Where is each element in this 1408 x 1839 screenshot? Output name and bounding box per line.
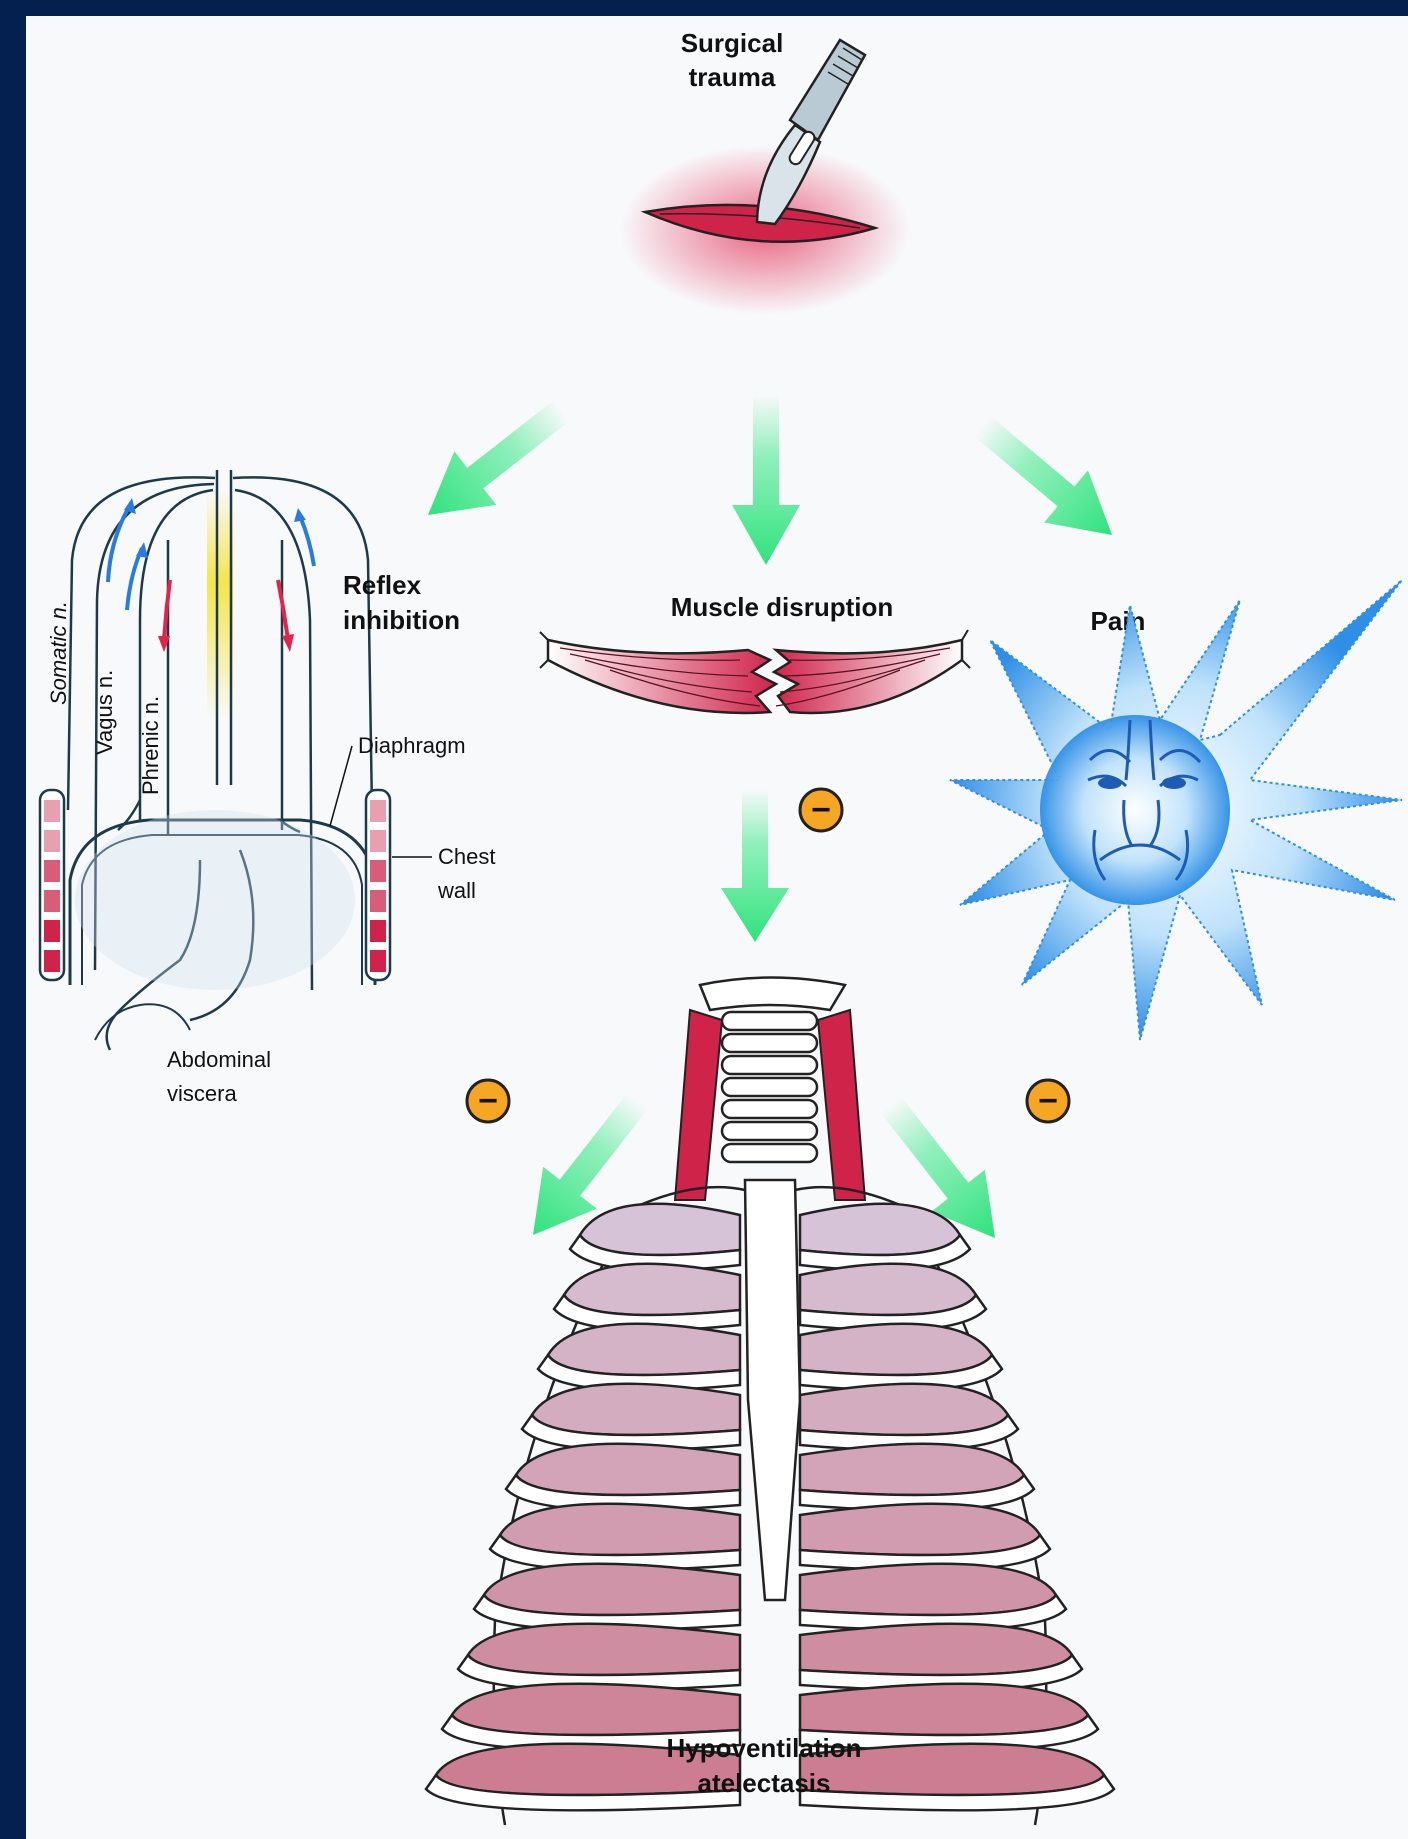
phrenic-nerve-label: Phrenic n. [138,696,163,795]
rib-muscle [800,1684,1088,1735]
chest-wall-right [366,790,390,980]
arrow-trauma-to-reflex [407,384,583,542]
hypoventilation-label-line2: atelectasis [698,1768,831,1798]
spinal-cord-glow [207,490,233,720]
chest-wall-label-line1: Chest [438,844,495,869]
surgical-trauma-label-line2: trauma [689,62,776,92]
rib-muscle [484,1564,740,1615]
muscle-disruption-label: Muscle disruption [671,592,893,622]
reflex-inhibition-illustration: Somatic n. Vagus n. Phrenic n. Diaphragm… [40,470,495,1106]
somatic-nerve-label: Somatic n. [46,601,71,705]
surgical-trauma-label-line1: Surgical [681,28,784,58]
rib-muscle [500,1504,740,1555]
rib-muscle [800,1504,1040,1555]
rib-muscle [452,1684,740,1735]
torn-muscle-icon [540,630,970,713]
hypoventilation-label-line1: Hypoventilation [666,1733,861,1763]
abdominal-viscera-label-line1: Abdominal [167,1047,271,1072]
rib-muscle [800,1324,992,1375]
svg-text:−: − [1038,1082,1058,1120]
rib-muscle [800,1264,976,1315]
inhibit-badge-icon: − [800,789,842,831]
rib-muscle [800,1624,1072,1675]
arrow-muscle-to-hypoventilation [721,789,789,942]
rib-muscle [580,1204,740,1255]
abdominal-viscera-label-line2: viscera [167,1081,237,1106]
rib-muscle [516,1444,740,1495]
chest-wall-left [40,790,64,980]
pain-face-icon [950,580,1402,1040]
inhibit-badge-icon: − [467,1080,509,1122]
rib-muscle [532,1384,740,1435]
arrow-trauma-to-muscle [732,395,800,565]
reflex-inhibition-label-line2: inhibition [343,605,460,635]
rib-muscle [800,1444,1024,1495]
rib-muscle [800,1384,1008,1435]
rib-muscle [800,1564,1056,1615]
arrow-trauma-to-pain [960,400,1134,561]
surgical-trauma-group: Surgical trauma [620,28,910,315]
chest-wall-label-line2: wall [437,878,476,903]
rib-muscle [468,1624,740,1675]
rib-muscle [548,1324,740,1375]
rib-muscle [564,1264,740,1315]
svg-text:−: − [478,1082,498,1120]
inhibit-badge-icon: − [1027,1080,1069,1122]
reflex-inhibition-label-line1: Reflex [343,570,422,600]
diaphragm-label: Diaphragm [358,733,466,758]
svg-text:−: − [811,791,831,829]
vagus-nerve-label: Vagus n. [92,670,117,755]
